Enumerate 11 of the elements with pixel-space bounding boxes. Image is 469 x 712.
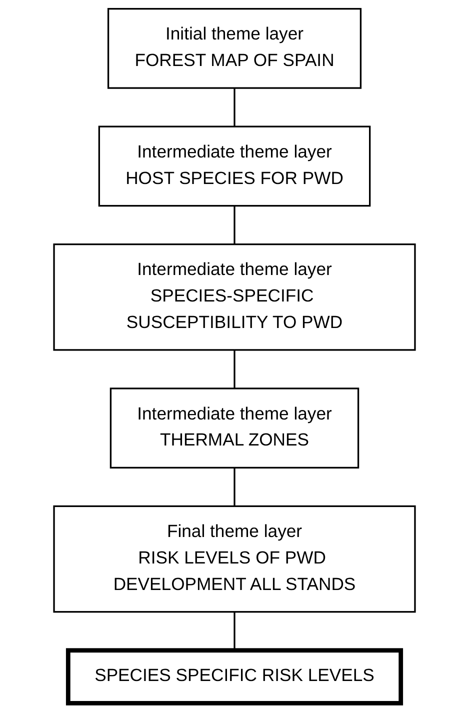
node-box: Intermediate theme layer HOST SPECIES FOR PWD bbox=[98, 126, 371, 207]
connector bbox=[234, 206, 236, 244]
node-box: Initial theme layer FOREST MAP OF SPAIN bbox=[107, 8, 362, 89]
node-box: Intermediate theme layer SPECIES-SPECIFIC SUSCEPTIBILITY TO PWD bbox=[53, 243, 416, 351]
node-box: SPECIES SPECIFIC RISK LEVELS bbox=[66, 648, 404, 706]
node-box: Final theme layer RISK LEVELS OF PWD DEVELOPMENT ALL STANDS bbox=[53, 505, 416, 613]
connector bbox=[234, 88, 236, 127]
connector bbox=[234, 612, 236, 650]
connector bbox=[234, 468, 236, 506]
node-box: Intermediate theme layer THERMAL ZONES bbox=[110, 388, 360, 469]
connector bbox=[234, 350, 236, 388]
